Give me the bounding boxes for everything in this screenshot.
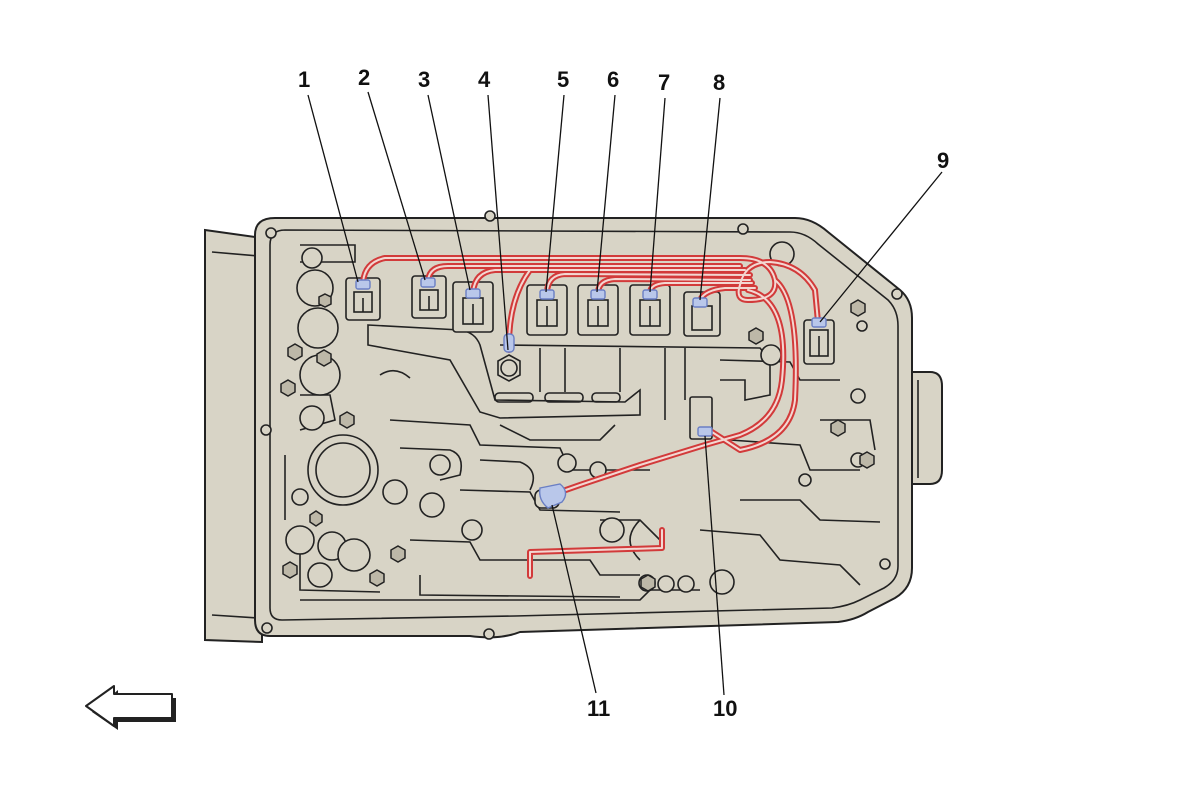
callout-1: 1: [298, 67, 310, 92]
left-arrow-icon: [85, 685, 176, 730]
valve-body-housing: [254, 210, 913, 640]
wiring-harness: [360, 255, 821, 579]
callout-labels: 1 2 3 4 5 6 7 8 9 10 11: [298, 65, 949, 721]
callout-3: 3: [418, 67, 430, 92]
callout-2: 2: [358, 65, 370, 90]
valve-body-hex-bolts: [280, 293, 875, 592]
callout-4: 4: [478, 67, 491, 92]
callout-8: 8: [713, 70, 725, 95]
connector-plugs: [355, 277, 827, 509]
callout-5: 5: [557, 67, 569, 92]
callout-10: 10: [713, 696, 737, 721]
callout-6: 6: [607, 67, 619, 92]
leader-lines: [307, 91, 943, 696]
solenoid-housings: [345, 275, 835, 509]
transmission-extension-left: [204, 228, 263, 644]
callout-9: 9: [937, 148, 949, 173]
valve-body-channels: [284, 244, 881, 601]
callout-7: 7: [658, 70, 670, 95]
output-flange-right: [904, 371, 943, 485]
callout-11: 11: [587, 696, 610, 721]
